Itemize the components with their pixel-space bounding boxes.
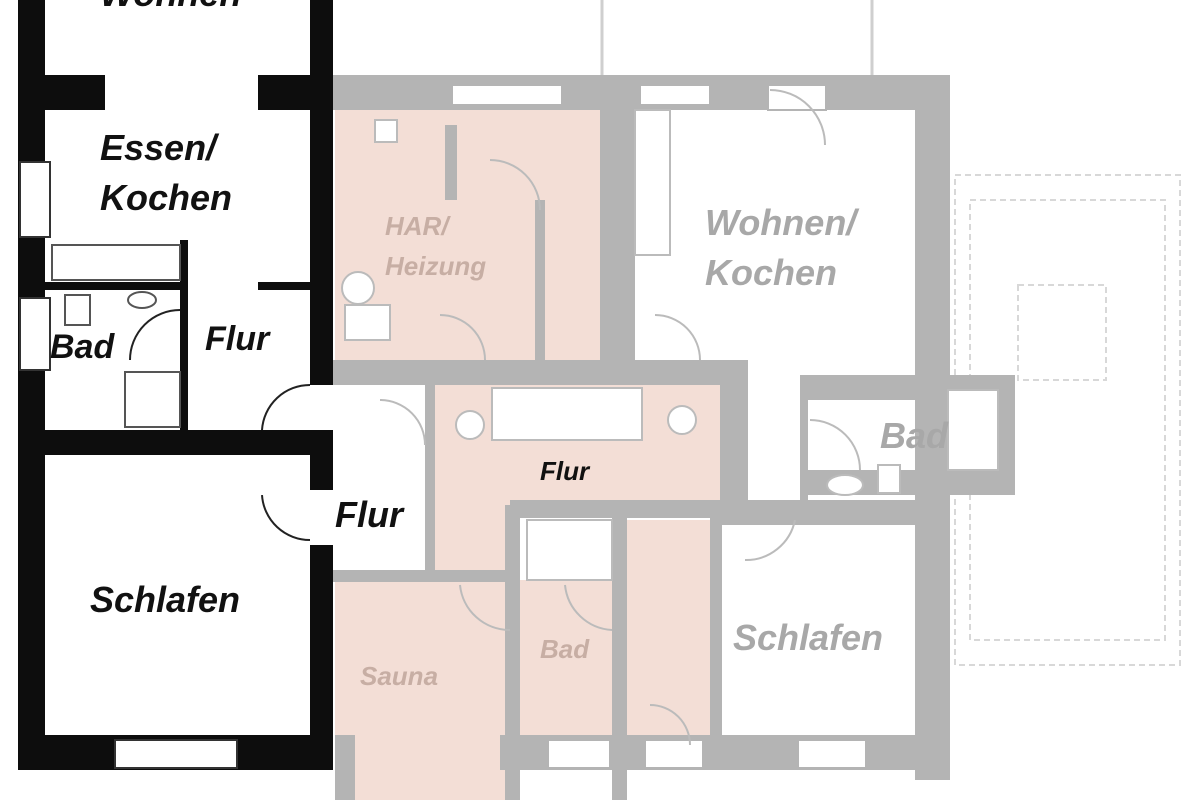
room-label-flur-center: Flur [540, 456, 591, 486]
room-label-kochen: Kochen [100, 177, 232, 218]
gray-walls [333, 75, 1015, 800]
room-label-kochen-right: Kochen [705, 252, 837, 293]
room-label-flur: Flur [205, 320, 271, 358]
room-label-schlafen-right: Schlafen [733, 617, 883, 658]
exterior-lines [600, 0, 874, 75]
black-door-swings [129, 309, 311, 542]
room-label-flur-entry: Flur [335, 494, 405, 535]
room-label-sauna: Sauna [360, 661, 438, 691]
black-windows [19, 161, 238, 769]
room-label-bad-sauna: Bad [540, 634, 590, 664]
gray-door-swings [379, 89, 861, 746]
room-label-schlafen: Schlafen [90, 579, 240, 620]
room-label-wohnen-right: Wohnen/ [705, 202, 860, 243]
room-label-bad: Bad [50, 328, 115, 366]
black-fixtures [51, 244, 181, 428]
gray-fixtures [341, 109, 999, 581]
black-walls [18, 0, 333, 770]
room-label-essen: Essen/ [100, 127, 220, 168]
room-label-heizung: Heizung [385, 251, 486, 281]
room-label-wohnen: Wohnen [100, 0, 241, 14]
room-label-har: HAR/ [385, 211, 451, 241]
room-label-bad-right: Bad [880, 415, 949, 456]
